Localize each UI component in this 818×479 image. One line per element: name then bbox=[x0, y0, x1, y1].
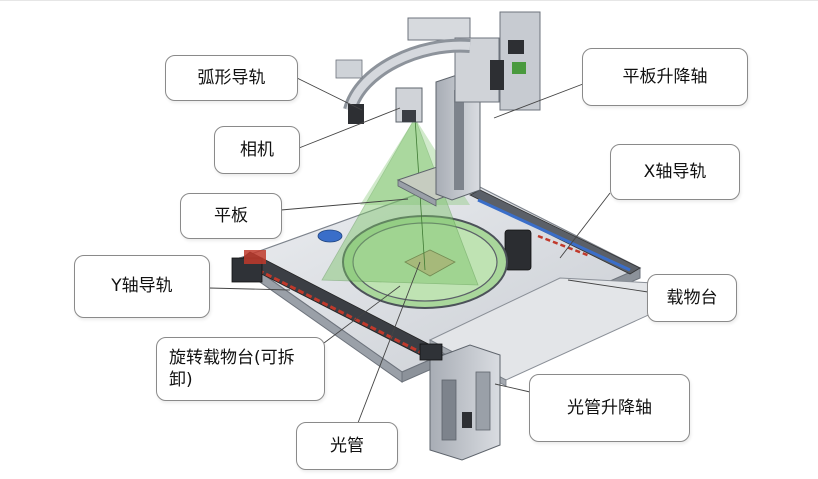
leader-lines bbox=[208, 77, 649, 429]
label-light-tube-text: 光管 bbox=[330, 435, 364, 456]
label-arc-rail: 弧形导轨 bbox=[165, 55, 298, 101]
arc-rail bbox=[335, 38, 471, 124]
tube-lift-pillar bbox=[429, 344, 501, 461]
plate-lift-column bbox=[407, 11, 541, 201]
label-stage-text: 载物台 bbox=[666, 287, 718, 308]
label-rotary-stage: 旋转载物台(可拆 卸) bbox=[156, 337, 325, 401]
label-plate: 平板 bbox=[180, 193, 282, 239]
rotary-stage bbox=[342, 215, 508, 309]
label-arc-rail-text: 弧形导轨 bbox=[197, 67, 266, 88]
camera-body bbox=[395, 87, 423, 123]
label-camera: 相机 bbox=[214, 126, 300, 174]
label-x-rail: X轴导轨 bbox=[610, 144, 740, 200]
label-tube-lift-axis-text: 光管升降轴 bbox=[567, 397, 652, 418]
x-rail bbox=[317, 189, 641, 275]
label-plate-text: 平板 bbox=[214, 205, 248, 226]
label-stage: 载物台 bbox=[647, 274, 737, 322]
label-y-rail-text: Y轴导轨 bbox=[111, 276, 173, 297]
label-plate-lift-axis: 平板升降轴 bbox=[582, 48, 748, 106]
y-rail bbox=[231, 250, 443, 361]
label-light-tube: 光管 bbox=[296, 422, 398, 470]
label-rotary-stage-line1: 旋转载物台(可拆 bbox=[169, 347, 295, 368]
label-y-rail: Y轴导轨 bbox=[74, 255, 210, 318]
label-camera-text: 相机 bbox=[240, 139, 274, 160]
label-x-rail-text: X轴导轨 bbox=[643, 161, 707, 182]
label-rotary-stage-line2: 卸) bbox=[169, 370, 193, 390]
label-plate-lift-axis-text: 平板升降轴 bbox=[622, 66, 708, 87]
label-tube-lift-axis: 光管升降轴 bbox=[529, 374, 690, 442]
